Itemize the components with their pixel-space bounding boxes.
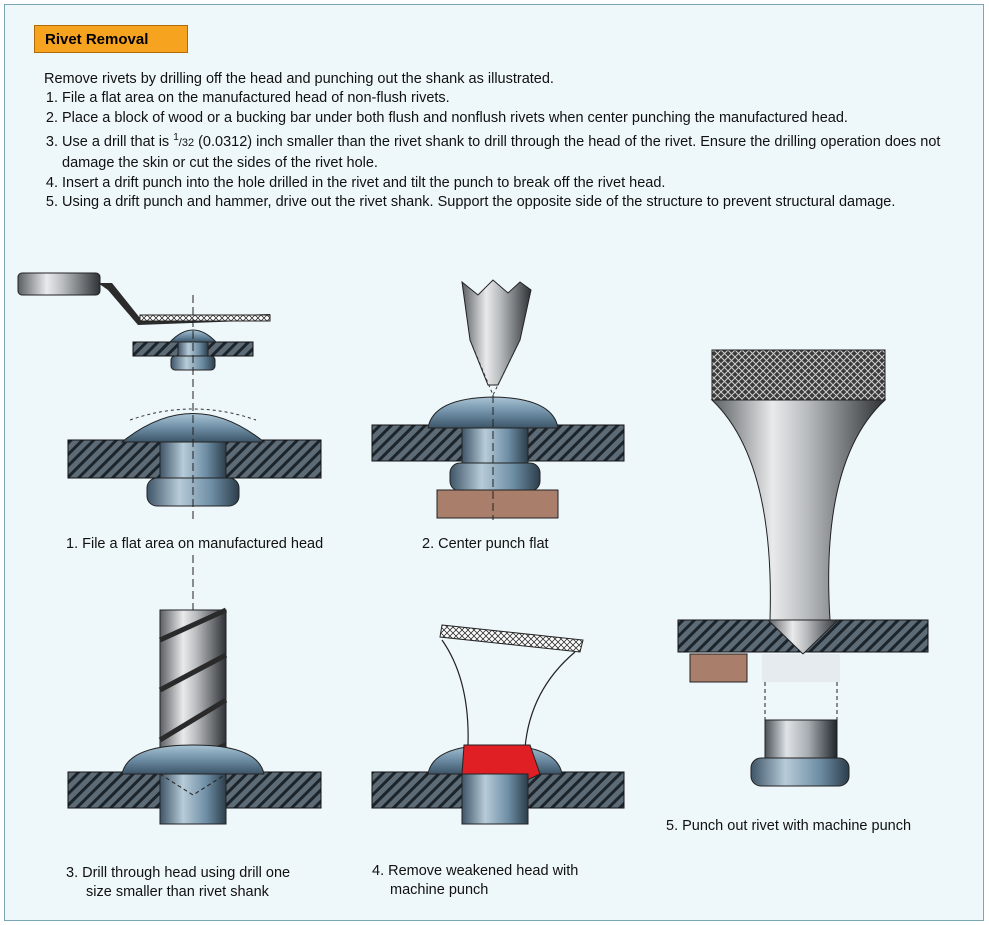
file-blade-icon	[98, 283, 270, 325]
caption-fig4-line1: 4. Remove weakened head with	[372, 863, 579, 879]
support-block	[689, 653, 748, 683]
step-5: Using a drift punch and hammer, drive ou…	[62, 193, 977, 213]
caption-fig3-line1: 3. Drill through head using drill one	[66, 865, 291, 881]
steps-list: File a flat area on the manufactured hea…	[44, 89, 977, 213]
file-handle-icon	[17, 272, 101, 296]
punch-knurl	[439, 624, 584, 653]
step-2: Place a block of wood or a bucking bar u…	[62, 109, 977, 129]
caption-fig2: 2. Center punch flat	[422, 536, 549, 552]
caption-fig5: 5. Punch out rivet with machine punch	[666, 818, 912, 834]
ejected-shank	[764, 719, 838, 761]
figure-5-machine-punch	[677, 349, 929, 787]
figure-1-file-flat-area	[17, 272, 322, 520]
caption-fig4-line2: machine punch	[390, 882, 489, 898]
caption-fig3-line2: size smaller than rivet shank	[86, 884, 269, 900]
figure-2-center-punch	[371, 279, 625, 520]
machine-punch-icon	[710, 399, 887, 621]
section-title-tag: Rivet Removal	[34, 25, 188, 53]
wood-block	[436, 489, 559, 519]
intro-text: Remove rivets by drilling off the head a…	[44, 71, 554, 87]
figure-4-remove-head	[371, 624, 625, 825]
rivet-shank	[159, 441, 227, 480]
center-punch-icon	[461, 279, 532, 386]
step-1: File a flat area on the manufactured hea…	[62, 89, 977, 109]
caption-fig1: 1. File a flat area on manufactured head	[66, 536, 324, 552]
step-4: Insert a drift punch into the hole drill…	[62, 174, 977, 194]
step-3-text-end: (0.0312) inch smaller than the rivet sha…	[62, 134, 941, 171]
figure-3-drill-head	[67, 555, 322, 825]
machine-punch-knurl	[711, 349, 886, 401]
step-3-text-start: Use a drill that is	[62, 134, 174, 151]
step-3-fraction-numerator: 1	[173, 132, 179, 144]
step-3: Use a drill that is 1/32 (0.0312) inch s…	[62, 128, 977, 173]
step-3-fraction-denominator: /32	[178, 137, 195, 150]
